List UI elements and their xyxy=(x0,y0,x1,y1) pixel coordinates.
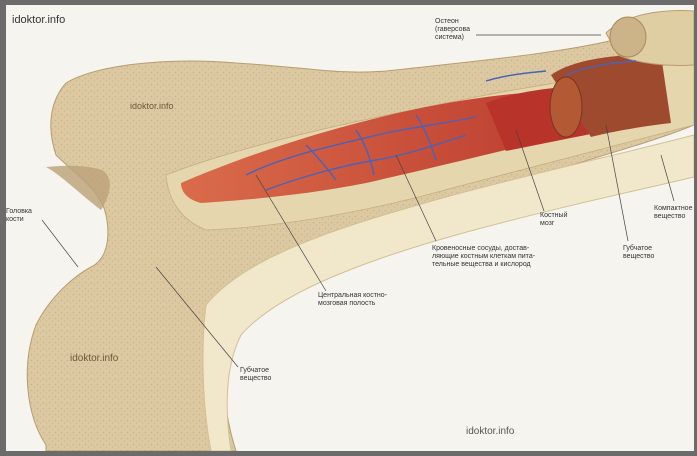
label-central-cavity: Центральная костно- мозговая полость xyxy=(318,292,387,308)
label-head: Головка кости xyxy=(6,208,32,224)
label-marrow: Костный мозг xyxy=(540,212,567,228)
leader-head xyxy=(42,220,78,267)
femur-illustration xyxy=(6,5,694,451)
shaft-end-face xyxy=(610,17,646,57)
label-compact: Компактное вещество xyxy=(654,205,692,221)
watermark-top-left: idoktor.info xyxy=(12,14,65,26)
osteon-end xyxy=(550,77,582,137)
watermark-head: idoktor.info xyxy=(70,353,118,364)
watermark-bottom: idoktor.info xyxy=(466,426,514,437)
label-spongy-right: Губчатое вещество xyxy=(623,245,654,261)
illustration-panel: idoktor.info idoktor.info idoktor.info i… xyxy=(6,5,694,451)
watermark-upper-bone: idoktor.info xyxy=(130,101,174,111)
neck-shadow xyxy=(46,166,110,210)
label-osteon: Остеон (гаверсова система) xyxy=(435,18,470,42)
label-blood-vessels: Кровеносные сосуды, достав- ляющие костн… xyxy=(432,245,535,269)
label-spongy-left: Губчатое вещество xyxy=(240,367,271,383)
